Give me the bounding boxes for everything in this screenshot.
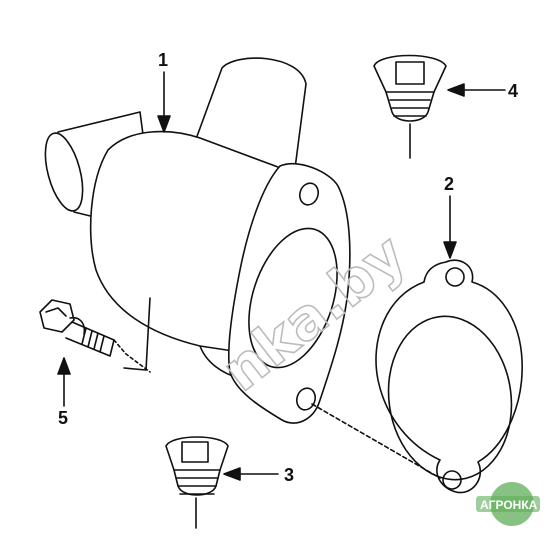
gasket — [375, 259, 523, 494]
callout-3: 3 — [284, 465, 294, 485]
leader-arrows — [57, 71, 506, 481]
plug-top — [373, 54, 447, 159]
alignment-line — [311, 403, 441, 479]
plug-bottom — [165, 436, 229, 529]
brand-logo: АГРОНКА — [476, 482, 540, 526]
bolt — [39, 299, 151, 373]
callout-1: 1 — [158, 50, 168, 70]
callout-2: 2 — [444, 174, 454, 194]
logo-text: АГРОНКА — [480, 498, 538, 512]
thermostat-housing — [44, 57, 351, 424]
callout-5: 5 — [58, 408, 68, 428]
callout-4: 4 — [508, 81, 518, 101]
